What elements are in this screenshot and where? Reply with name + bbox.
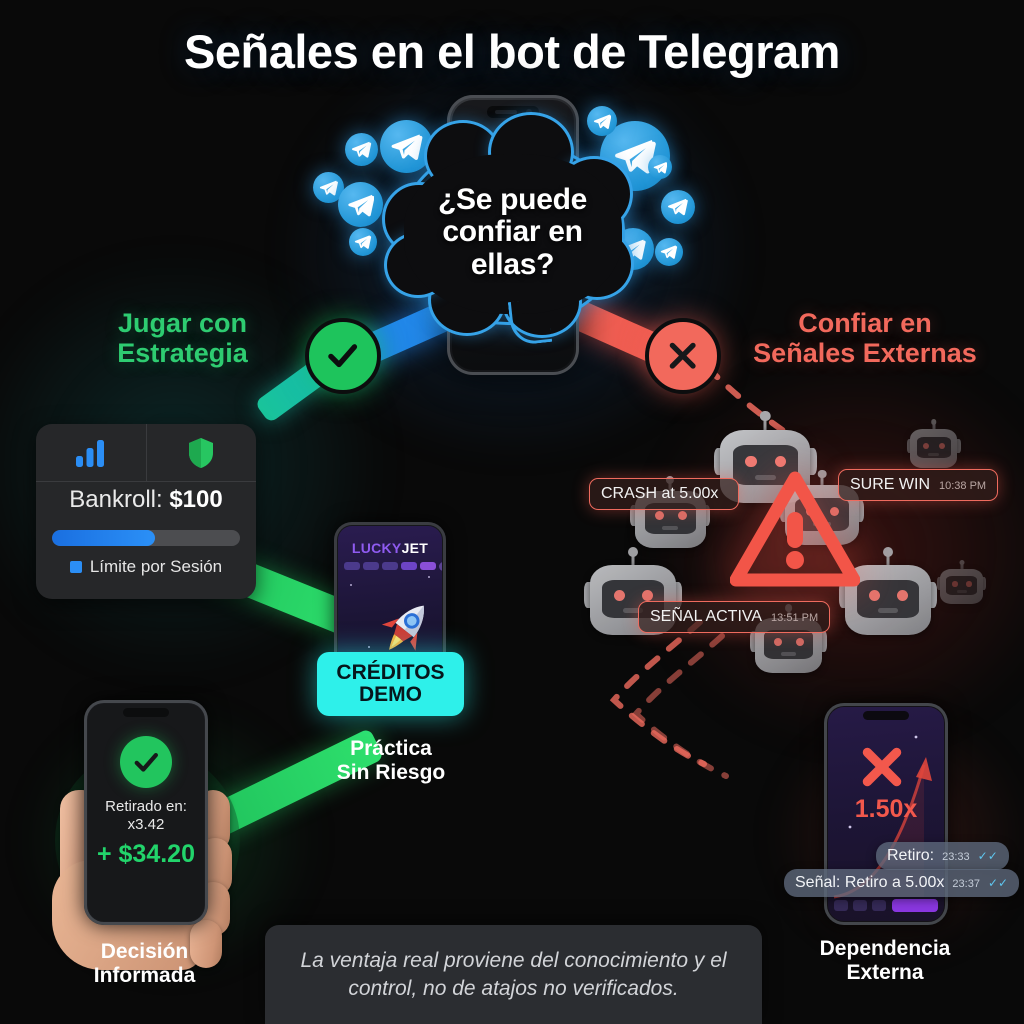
bot-label-senal-time: 13:51 PM (771, 612, 819, 624)
footer-quote-line-1: La ventaja real proviene del conocimient… (300, 949, 689, 973)
rocket-icon (381, 605, 424, 651)
phone-notch (863, 711, 909, 720)
right-heading-line-1: Confiar en (798, 308, 932, 338)
left-branch-heading: Jugar con Estrategia (75, 308, 290, 368)
outcome-phone-left: Retirado en: x3.42 + $34.20 (84, 700, 208, 925)
telegram-icon (655, 238, 683, 266)
warning-glyph (729, 471, 861, 587)
left-heading-line-2: Estrategia (117, 338, 248, 369)
chat-bubble-senal-ticks: ✓✓ (987, 876, 1009, 890)
dependency-caption-line-1: Dependencia (819, 937, 951, 960)
lucky-jet-chip-row (344, 562, 442, 571)
left-heading-line-1: Jugar con (117, 308, 248, 338)
chat-bubble-retiro-time: 23:33 (942, 851, 970, 863)
shield-icon (189, 437, 214, 468)
practice-caption-line-2: Sin Riesgo (336, 761, 446, 785)
bankroll-card-tabs (36, 424, 256, 482)
footer-quote: La ventaja real proviene del conocimient… (265, 925, 762, 1024)
withdrawn-multiplier: x3.42 (127, 816, 165, 833)
crash-multiplier: 1.50x (854, 795, 918, 823)
phone-notch (123, 708, 169, 717)
bot-label-senal-activa: SEÑAL ACTIVA 13:51 PM (638, 601, 831, 633)
telegram-icon (587, 106, 617, 136)
bot-avatar-icon (937, 559, 986, 606)
bot-avatar-icon (839, 547, 937, 640)
chat-bubble-retiro-text: Retiro: (887, 847, 935, 864)
bubble-text: ¿Se puede confiar en ellas? (400, 140, 625, 325)
legend-swatch (69, 561, 82, 573)
bar-chart-icon (75, 439, 104, 467)
page-title: Señales en el bot de Telegram (184, 25, 840, 78)
bubble-line-2: confiar en (442, 215, 583, 249)
informed-caption-line-2: Informada (93, 964, 196, 988)
bankroll-value: $100 (169, 486, 223, 513)
informed-decision-caption: Decisión Informada (52, 940, 237, 989)
bot-label-sure-win-time: 10:38 PM (939, 480, 987, 492)
telegram-icon (338, 182, 383, 227)
bot-label-sure-win: SURE WIN 10:38 PM (838, 469, 999, 501)
check-icon (305, 318, 381, 394)
phone-speaker (495, 110, 517, 114)
bubble-line-3: ellas? (470, 247, 555, 281)
chat-bubble-retiro: Retiro: 23:33 ✓✓ (876, 842, 1009, 870)
practice-caption: Práctica Sin Riesgo (305, 737, 477, 786)
dependency-caption-line-2: Externa (846, 961, 924, 985)
telegram-icon (661, 190, 695, 224)
legend-label: Límite por Sesión (89, 557, 223, 576)
footer-quote-line-2: y el control, no de atajos no verificado… (348, 949, 727, 1000)
session-limit-progress-track (52, 530, 240, 546)
lucky-jet-logo-part2: JET (401, 540, 429, 556)
x-icon (645, 318, 721, 394)
warning-triangle-icon (729, 470, 861, 588)
withdrawn-amount: + $34.20 (96, 840, 195, 868)
bot-label-sure-win-text: SURE WIN (850, 476, 930, 493)
question-speech-bubble: ¿Se puede confiar en ellas? (382, 112, 634, 346)
bot-label-senal-text: SEÑAL ACTIVA (650, 608, 763, 625)
demo-badge-line-1: CRÉDITOS (336, 660, 445, 684)
lucky-jet-logo-part1: LUCKY (351, 540, 402, 556)
app-bottom-bar (834, 897, 938, 913)
informed-caption-line-1: Decisión (100, 940, 189, 963)
bot-label-crash-text: CRASH at 5.00x (601, 485, 719, 502)
telegram-icon (345, 133, 378, 166)
check-glyph (134, 752, 158, 772)
right-heading-line-2: Señales Externas (753, 338, 977, 369)
dependency-caption: Dependencia Externa (790, 937, 980, 986)
session-limit-progress-fill (52, 530, 156, 546)
demo-badge-line-2: DEMO (359, 683, 422, 706)
bankroll-label: Bankroll: $100 (36, 486, 256, 514)
telegram-icon (349, 228, 377, 256)
tab-protection[interactable] (145, 424, 257, 481)
check-glyph (328, 344, 358, 368)
hand-finger (190, 920, 222, 968)
bubble-line-1: ¿Se puede (438, 182, 587, 216)
right-branch-heading: Confiar en Señales Externas (745, 308, 985, 368)
tab-statistics[interactable] (36, 424, 146, 481)
chat-bubble-senal-time: 23:37 (952, 878, 980, 890)
app-action-button[interactable] (892, 898, 938, 912)
demo-credits-badge: CRÉDITOS DEMO (317, 652, 464, 716)
lucky-jet-logo: LUCKYJET (338, 540, 442, 556)
chat-bubble-senal: Señal: Retiro a 5.00x 23:37 ✓✓ (784, 869, 1020, 897)
x-icon (862, 747, 902, 787)
telegram-icon (648, 155, 672, 179)
session-limit-legend: Límite por Sesión (36, 557, 256, 577)
x-glyph (670, 343, 696, 369)
withdrawn-label: Retirado en: (105, 798, 187, 815)
bot-avatar-icon (906, 419, 961, 470)
chat-bubble-retiro-ticks: ✓✓ (977, 849, 998, 863)
bankroll-card: Bankroll: $100 Límite por Sesión (36, 424, 256, 599)
chat-bubble-senal-text: Señal: Retiro a 5.00x (795, 874, 945, 891)
bankroll-label-text: Bankroll: (69, 486, 170, 513)
practice-caption-line-1: Práctica (350, 737, 432, 760)
check-circle-icon (120, 736, 172, 788)
bot-label-crash: CRASH at 5.00x (589, 478, 740, 510)
